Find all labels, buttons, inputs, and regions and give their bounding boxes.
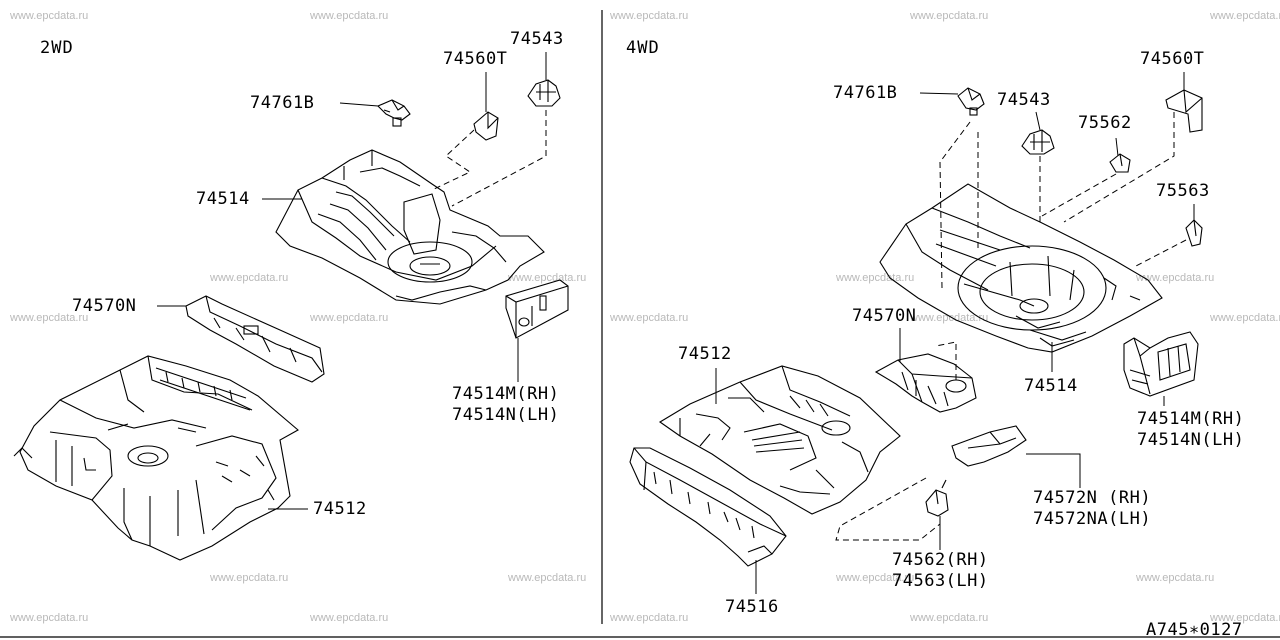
part-74512-front-floor-4wd: [658, 365, 901, 515]
callout-74560t-2wd: 74560T: [443, 49, 508, 69]
part-74516-side-member: [629, 447, 787, 567]
watermark: www.epcdata.ru: [610, 612, 689, 624]
callout-74563: 74563(LH): [892, 571, 989, 591]
part-74570n-crossmember-2wd: [185, 295, 325, 383]
callout-74516: 74516: [725, 597, 779, 617]
watermark: www.epcdata.ru: [610, 10, 689, 22]
callout-74560t-4wd: 74560T: [1140, 49, 1205, 69]
watermark: www.epcdata.ru: [10, 312, 89, 324]
callout-74562: 74562(RH): [892, 550, 989, 570]
section-label-4wd: 4WD: [626, 38, 660, 58]
callout-74514-2wd: 74514: [196, 189, 250, 209]
watermark: www.epcdata.ru: [1210, 612, 1280, 624]
watermark: www.epcdata.ru: [310, 10, 389, 22]
part-74562-bracket: [925, 479, 949, 517]
part-75563-bracket: [1185, 219, 1203, 247]
part-74572n-reinforcement: [951, 425, 1027, 467]
part-75562-bracket: [1109, 153, 1131, 173]
callout-74572n: 74572N (RH): [1033, 488, 1152, 508]
callout-74514n-4wd: 74514N(LH): [1137, 430, 1245, 450]
part-74514m-side-member-2wd: [505, 279, 569, 339]
watermark: www.epcdata.ru: [10, 612, 89, 624]
watermark: www.epcdata.ru: [1210, 10, 1280, 22]
callout-75563: 75563: [1156, 181, 1210, 201]
callout-74543-4wd: 74543: [997, 90, 1051, 110]
part-74514-rear-floor-2wd: [275, 149, 545, 305]
part-74560t-bracket-2wd: [473, 111, 499, 141]
section-label-2wd: 2WD: [40, 38, 74, 58]
part-74514m-side-member-4wd: [1123, 331, 1199, 397]
callout-74512-4wd: 74512: [678, 344, 732, 364]
callout-74570n-4wd: 74570N: [852, 306, 917, 326]
part-74514-rear-floor-4wd: [879, 183, 1163, 353]
callout-74761b-2wd: 74761B: [250, 93, 315, 113]
callout-74512-2wd: 74512: [313, 499, 367, 519]
part-74543-bumper-2wd: [527, 79, 561, 107]
watermark: www.epcdata.ru: [910, 10, 989, 22]
watermark: www.epcdata.ru: [910, 312, 989, 324]
watermark: www.epcdata.ru: [1136, 572, 1215, 584]
callout-74514-4wd: 74514: [1024, 376, 1078, 396]
part-74570n-crossmember-4wd: [874, 353, 977, 413]
watermark: www.epcdata.ru: [210, 572, 289, 584]
callout-74543-2wd: 74543: [510, 29, 564, 49]
part-74560t-bracket-4wd: [1165, 89, 1203, 133]
watermark: www.epcdata.ru: [1136, 272, 1215, 284]
callout-74514n-2wd: 74514N(LH): [452, 405, 560, 425]
callout-74514m-4wd: 74514M(RH): [1137, 409, 1245, 429]
callout-74572na: 74572NA(LH): [1033, 509, 1152, 529]
watermark: www.epcdata.ru: [836, 572, 915, 584]
part-74512-front-floor-2wd: [13, 355, 299, 561]
part-74543-bumper-4wd: [1021, 129, 1055, 155]
watermark: www.epcdata.ru: [10, 10, 89, 22]
watermark: www.epcdata.ru: [910, 612, 989, 624]
figure-code: A745∗0127: [1146, 620, 1243, 640]
watermark: www.epcdata.ru: [508, 572, 587, 584]
callout-74570n-2wd: 74570N: [72, 296, 137, 316]
part-74761b-clip-2wd: [377, 99, 411, 127]
part-74761b-clip-4wd: [957, 87, 985, 116]
watermark: www.epcdata.ru: [210, 272, 289, 284]
watermark: www.epcdata.ru: [1210, 312, 1280, 324]
watermark: www.epcdata.ru: [508, 272, 587, 284]
watermark: www.epcdata.ru: [310, 312, 389, 324]
watermark: www.epcdata.ru: [610, 312, 689, 324]
callout-75562: 75562: [1078, 113, 1132, 133]
callout-74761b-4wd: 74761B: [833, 83, 898, 103]
callout-74514m-2wd: 74514M(RH): [452, 384, 560, 404]
watermark: www.epcdata.ru: [310, 612, 389, 624]
